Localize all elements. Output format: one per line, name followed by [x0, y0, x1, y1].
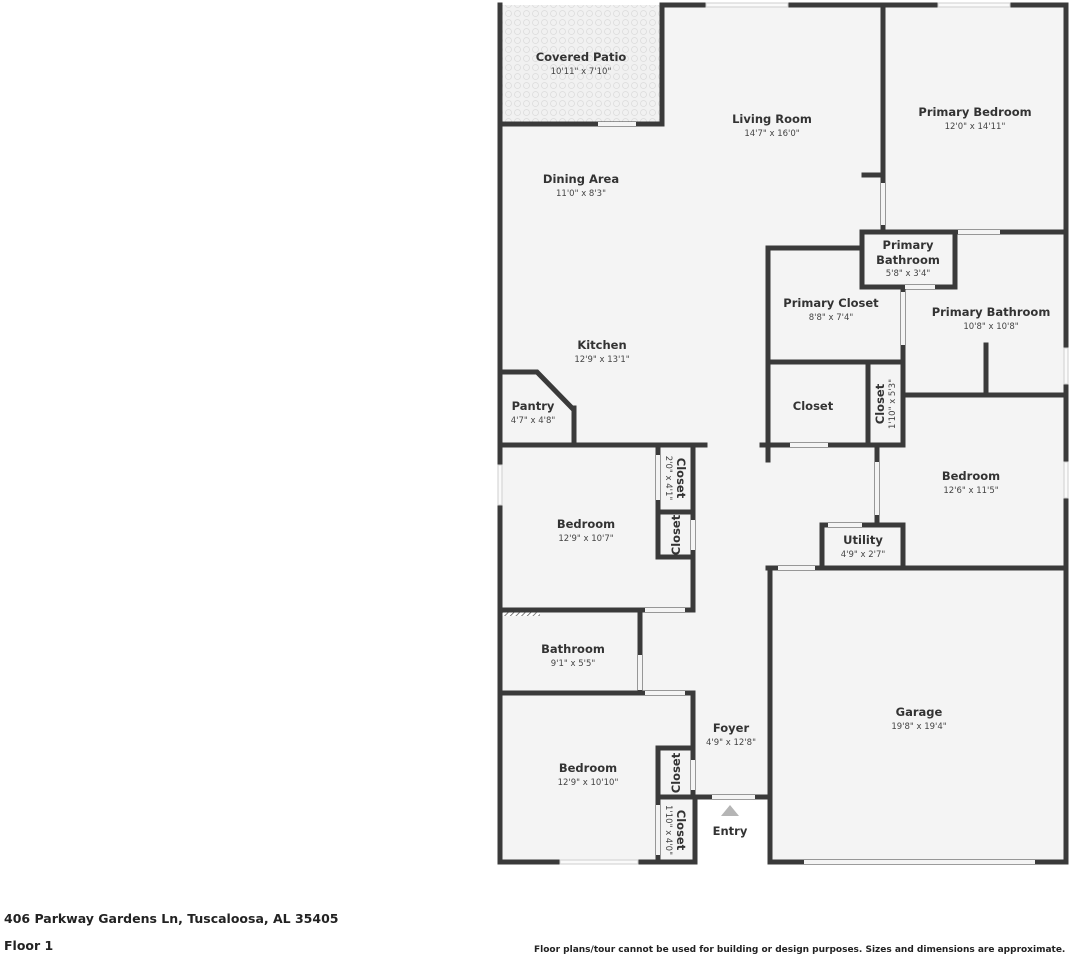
room-dims: 11'0" x 8'3"	[556, 189, 606, 199]
room-dims: 4'9" x 2'7"	[841, 550, 886, 560]
room-dims: 10'11" x 7'10"	[551, 67, 612, 77]
door-openings	[598, 122, 1035, 864]
room-dims: 12'6" x 11'5"	[943, 486, 998, 496]
room-dims: 10'8" x 10'8"	[963, 322, 1018, 332]
room-name: Primary	[883, 238, 934, 252]
room-dims: 9'1" x 5'5"	[551, 659, 596, 669]
room-name: Bathroom	[541, 642, 605, 656]
room-dims: 19'8" x 19'4"	[891, 722, 946, 732]
room-name: Primary Closet	[783, 296, 879, 310]
room-name: Primary Bathroom	[932, 305, 1051, 319]
patio-tile	[500, 5, 662, 124]
room-name: Bedroom	[557, 517, 615, 531]
room-name: Kitchen	[577, 338, 626, 352]
entry-area	[695, 797, 770, 862]
room-name: Living Room	[732, 112, 812, 126]
room-dims: 12'0" x 14'11"	[945, 122, 1006, 132]
room-dims: 12'9" x 10'7"	[558, 534, 613, 544]
property-address: 406 Parkway Gardens Ln, Tuscaloosa, AL 3…	[4, 911, 339, 926]
windows	[497, 2, 1069, 865]
room-dims: 4'9" x 12'8"	[706, 738, 756, 748]
room-dims: 8'8" x 7'4"	[809, 313, 854, 323]
hatched-fixture	[502, 611, 540, 616]
room-name: Primary Bedroom	[918, 105, 1031, 119]
room-name: Closet	[674, 810, 688, 851]
room-name: Closet	[669, 514, 683, 555]
room-name: Closet	[873, 383, 887, 424]
entry-label: Entry	[713, 824, 748, 838]
room-name: Garage	[896, 705, 943, 719]
room-dims: 1'10" x 5'3"	[888, 379, 898, 429]
room-name: Closet	[793, 399, 834, 413]
room-name: Closet	[669, 752, 683, 793]
room-dims: 5'8" x 3'4"	[886, 269, 931, 279]
room-name: Bathroom	[876, 253, 940, 267]
room-dims: 4'7" x 4'8"	[511, 416, 556, 426]
room-dims: 12'9" x 13'1"	[574, 355, 629, 365]
room-name: Foyer	[713, 721, 750, 735]
room-name: Pantry	[512, 399, 555, 413]
room-name: Utility	[843, 533, 883, 547]
room-name: Bedroom	[559, 761, 617, 775]
room-dims: 12'9" x 10'10"	[558, 778, 619, 788]
room-name: Closet	[674, 458, 688, 499]
room-name: Covered Patio	[536, 50, 627, 64]
floor-label: Floor 1	[4, 938, 54, 953]
room-dims: 2'0" x 4'1"	[663, 456, 673, 501]
disclaimer: Floor plans/tour cannot be used for buil…	[534, 945, 1066, 955]
room-dims: 1'10" x 4'0"	[663, 805, 673, 855]
entry-arrow-icon	[721, 805, 739, 816]
room-name: Bedroom	[942, 469, 1000, 483]
room-dims: 14'7" x 16'0"	[744, 129, 799, 139]
room-name: Dining Area	[543, 172, 619, 186]
